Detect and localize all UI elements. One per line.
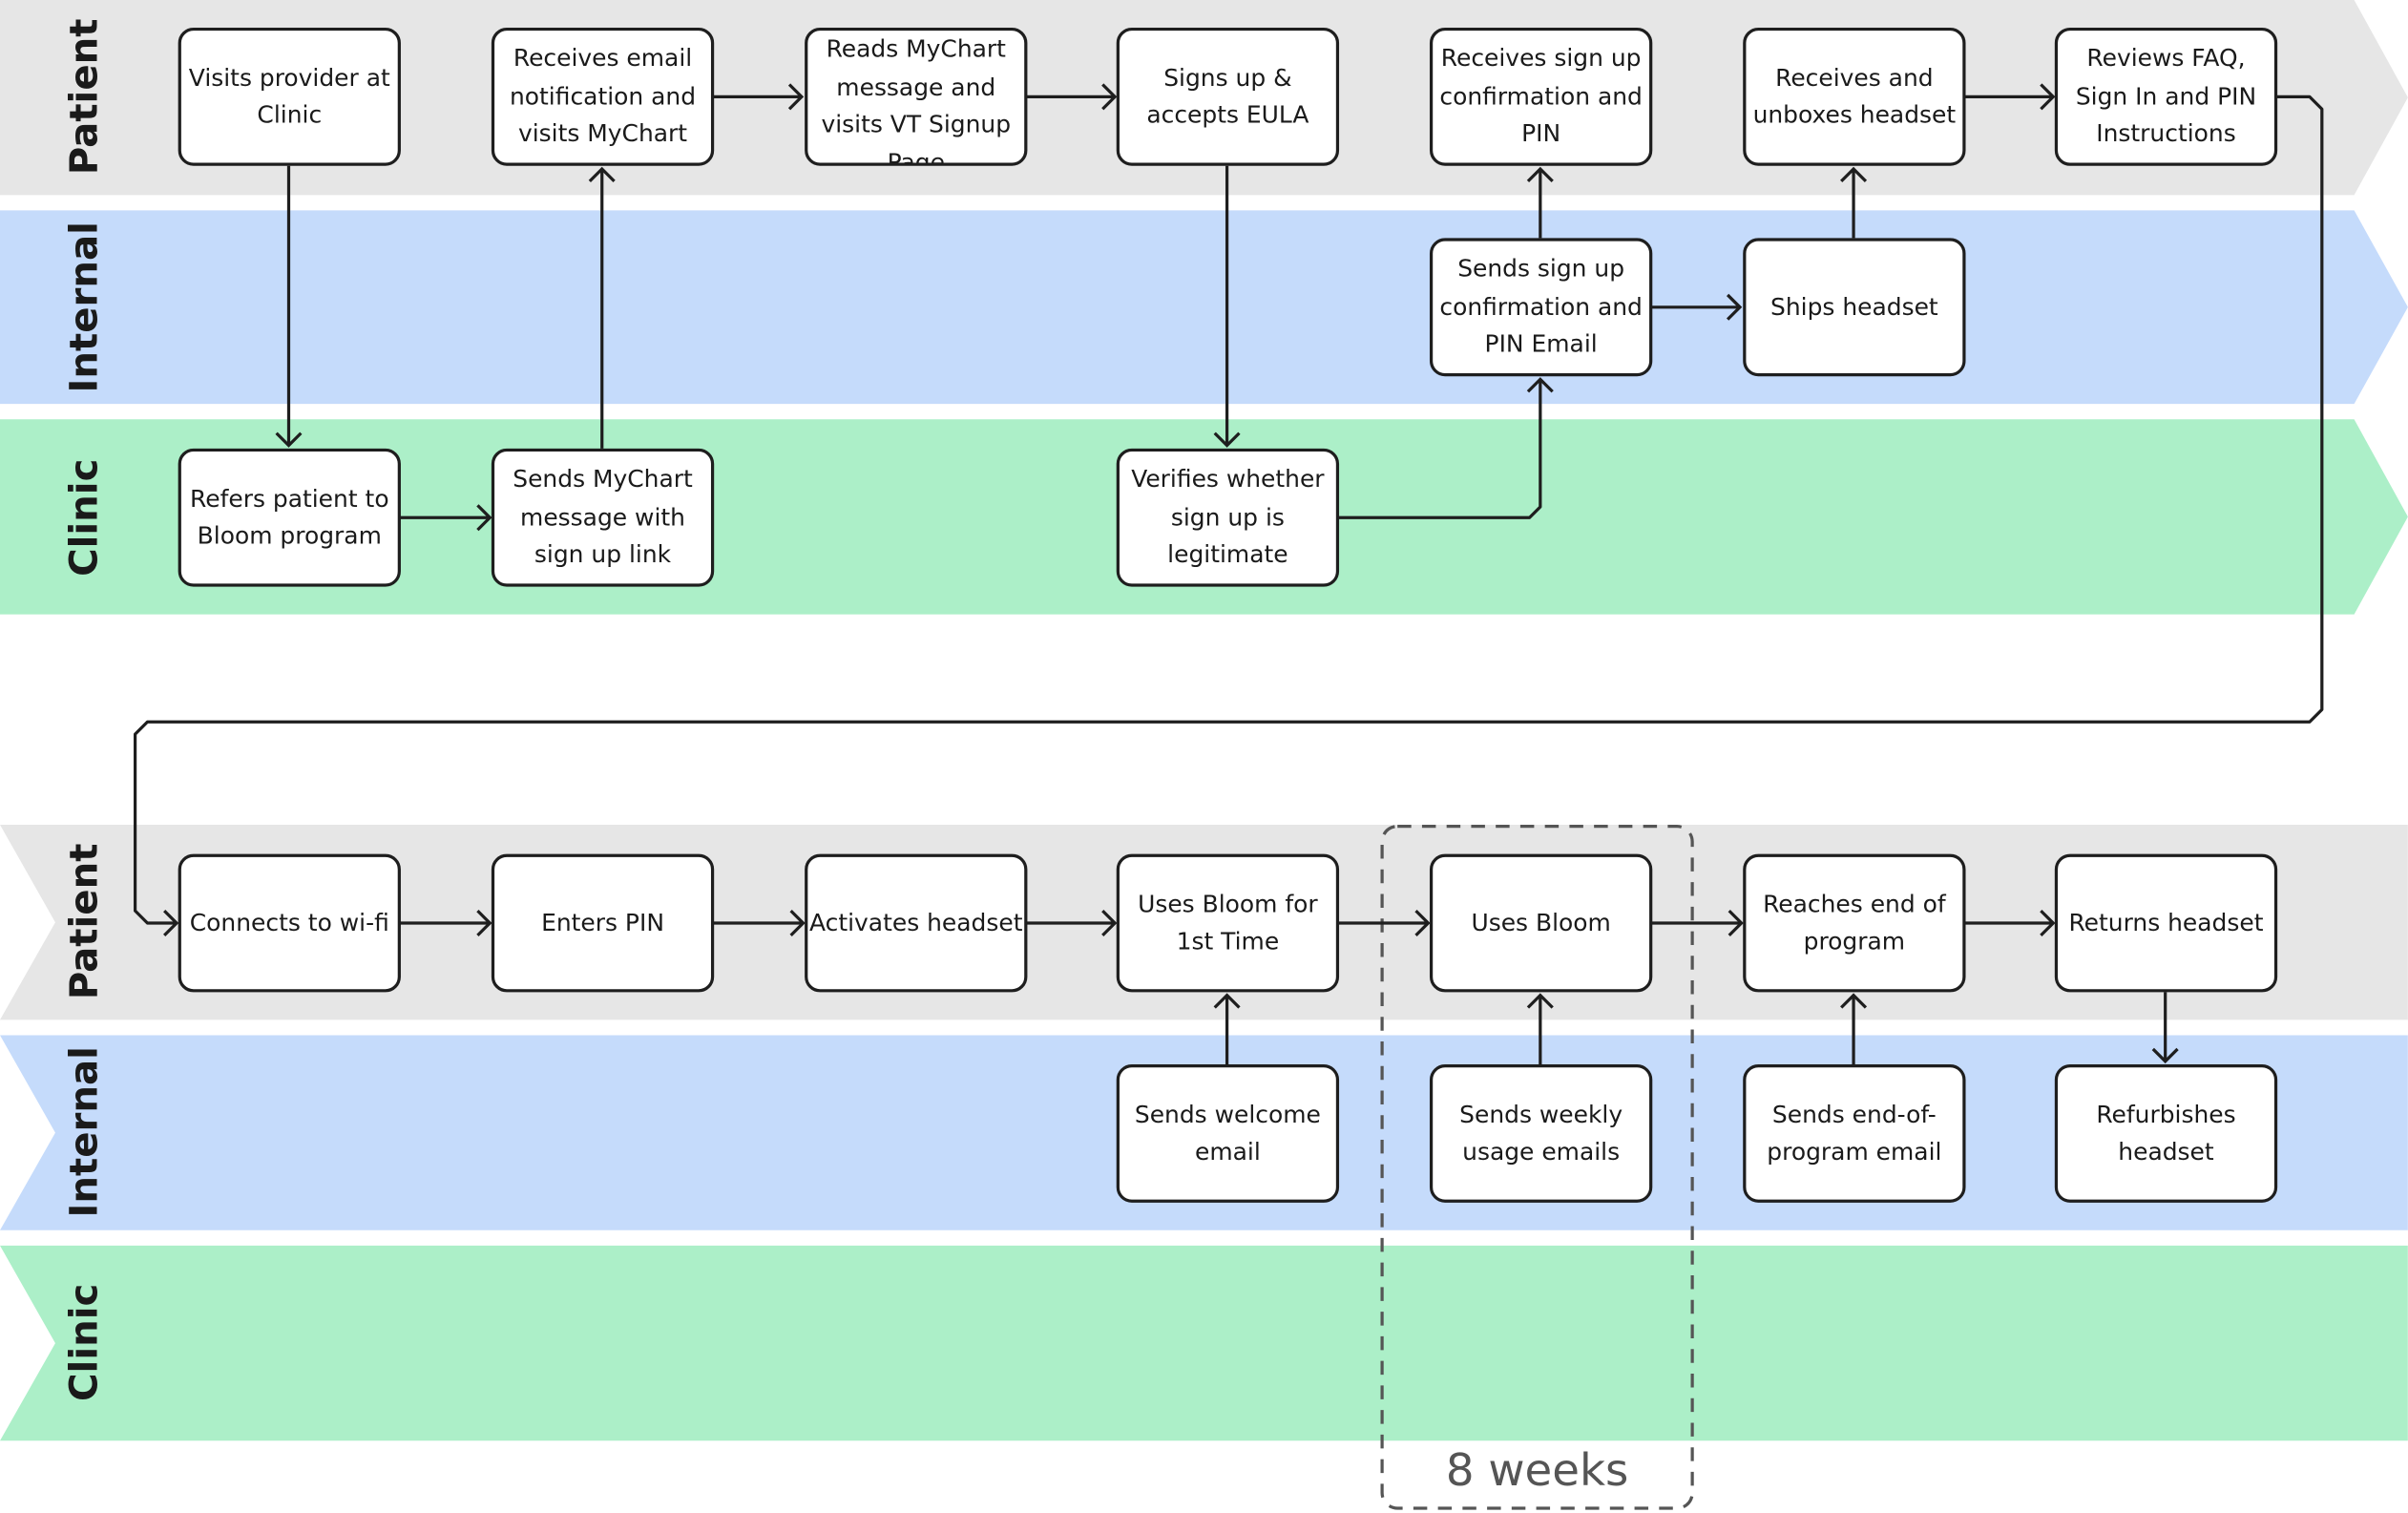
process-step[interactable]: Sends sign up confirmation and PIN Email (1429, 238, 1653, 377)
process-step-label: Uses Bloom (1471, 909, 1611, 937)
process-step[interactable]: Reviews FAQ, Sign In and PIN Instruction… (2054, 27, 2278, 166)
arrowhead-icon (1213, 431, 1241, 448)
connector-arrow (1337, 379, 1542, 519)
arrowhead-icon (1526, 166, 1554, 182)
process-step-label: Verifies whether sign up is legitimate (1131, 465, 1325, 569)
arrowhead-icon (1101, 83, 1118, 111)
process-step-label: Ships headset (1770, 292, 1938, 321)
process-step-label: Refurbishes headset (2096, 1100, 2236, 1166)
process-step[interactable]: Enters PIN (491, 853, 715, 993)
process-step-label: Returns headset (2068, 909, 2264, 937)
process-step-label: Refers patient to Bloom program (190, 484, 389, 551)
process-step-label: Sends welcome email (1134, 1100, 1321, 1166)
process-step-label: Visits provider at Clinic (188, 63, 390, 130)
connector-arrow (133, 95, 2324, 925)
process-step[interactable]: Reads MyChart message and visits VT Sign… (805, 27, 1028, 166)
arrowhead-icon (1840, 166, 1868, 182)
arrowhead-icon (2040, 83, 2056, 111)
arrowhead-icon (1414, 909, 1431, 937)
process-step-label: Signs up & accepts EULA (1146, 63, 1309, 130)
arrowhead-icon (476, 504, 492, 532)
arrowhead-icon (1526, 993, 1554, 1009)
arrowhead-icon (1726, 293, 1743, 321)
process-step[interactable]: Visits provider at Clinic (178, 27, 401, 166)
process-step[interactable]: Sends end-of-program email (1743, 1064, 1966, 1203)
lane-label-patient: Patient (61, 18, 107, 176)
process-step[interactable]: Connects to wi-fi (178, 853, 401, 993)
process-step[interactable]: Signs up & accepts EULA (1116, 27, 1340, 166)
process-step-label: Receives sign up confirmation and PIN (1439, 45, 1643, 148)
lane-label-internal-2: Internal (61, 1046, 107, 1218)
arrowhead-icon (1727, 909, 1744, 937)
process-step[interactable]: Receives and unboxes headset (1743, 27, 1966, 166)
arrowhead-icon (476, 909, 492, 937)
arrowhead-icon (275, 431, 303, 448)
arrowhead-icon (2151, 1047, 2179, 1064)
arrowhead-icon (588, 166, 616, 182)
arrowhead-icon (1840, 993, 1868, 1009)
process-step[interactable]: Sends weekly usage emails (1429, 1064, 1653, 1203)
process-step-label: Receives email notification and visits M… (509, 45, 697, 148)
process-step-label: Reaches end of program (1763, 890, 1946, 956)
process-step[interactable]: Activates headset (805, 853, 1028, 993)
lane-clinic-2 (0, 1245, 2408, 1441)
process-step-label: Sends weekly usage emails (1459, 1100, 1623, 1166)
timebox-outline (1380, 825, 1694, 1510)
process-step[interactable]: Receives sign up confirmation and PIN (1429, 27, 1653, 166)
process-step-label: Enters PIN (541, 909, 664, 937)
process-step-label: Uses Bloom for 1st Time (1138, 890, 1318, 956)
arrowhead-icon (1213, 993, 1241, 1009)
process-step-label: Sends end-of-program email (1767, 1100, 1942, 1166)
arrowhead-icon (1101, 909, 1118, 937)
arrowhead-icon (1526, 377, 1554, 393)
process-step-label: Sends MyChart message with sign up link (513, 465, 693, 569)
lane-label-internal: Internal (61, 221, 107, 393)
process-step[interactable]: Reaches end of program (1743, 853, 1966, 993)
process-step[interactable]: Returns headset (2054, 853, 2278, 993)
process-step-label: Reviews FAQ, Sign In and PIN Instruction… (2075, 45, 2257, 148)
lane-label-patient-2: Patient (61, 843, 107, 1000)
lane-label-clinic-2: Clinic (61, 1283, 107, 1401)
process-step-label: Activates headset (808, 909, 1023, 937)
process-step[interactable]: Sends welcome email (1116, 1064, 1340, 1203)
process-step[interactable]: Receives email notification and visits M… (491, 27, 715, 166)
arrowhead-icon (2040, 909, 2056, 937)
process-step[interactable]: Uses Bloom for 1st Time (1116, 853, 1340, 993)
lane-label-clinic: Clinic (61, 458, 107, 577)
process-step[interactable]: Verifies whether sign up is legitimate (1116, 448, 1340, 587)
process-step[interactable]: Ships headset (1743, 238, 1966, 377)
arrowhead-icon (163, 909, 179, 937)
process-step-label: Sends sign up confirmation and PIN Email (1439, 255, 1643, 359)
process-step-label: Connects to wi-fi (189, 909, 389, 937)
process-step-label: Receives and unboxes headset (1752, 63, 1957, 130)
arrowhead-icon (789, 909, 806, 937)
arrowhead-icon (787, 83, 805, 111)
lane-internal (0, 210, 2408, 405)
timebox-label: 8 weeks (1445, 1443, 1629, 1497)
process-step-label: Reads MyChart message and visits VT Sign… (821, 35, 1012, 166)
process-step[interactable]: Uses Bloom (1429, 853, 1653, 993)
process-step[interactable]: Refers patient to Bloom program (178, 448, 401, 587)
process-step[interactable]: Sends MyChart message with sign up link (491, 448, 715, 587)
process-step[interactable]: Refurbishes headset (2054, 1064, 2278, 1203)
